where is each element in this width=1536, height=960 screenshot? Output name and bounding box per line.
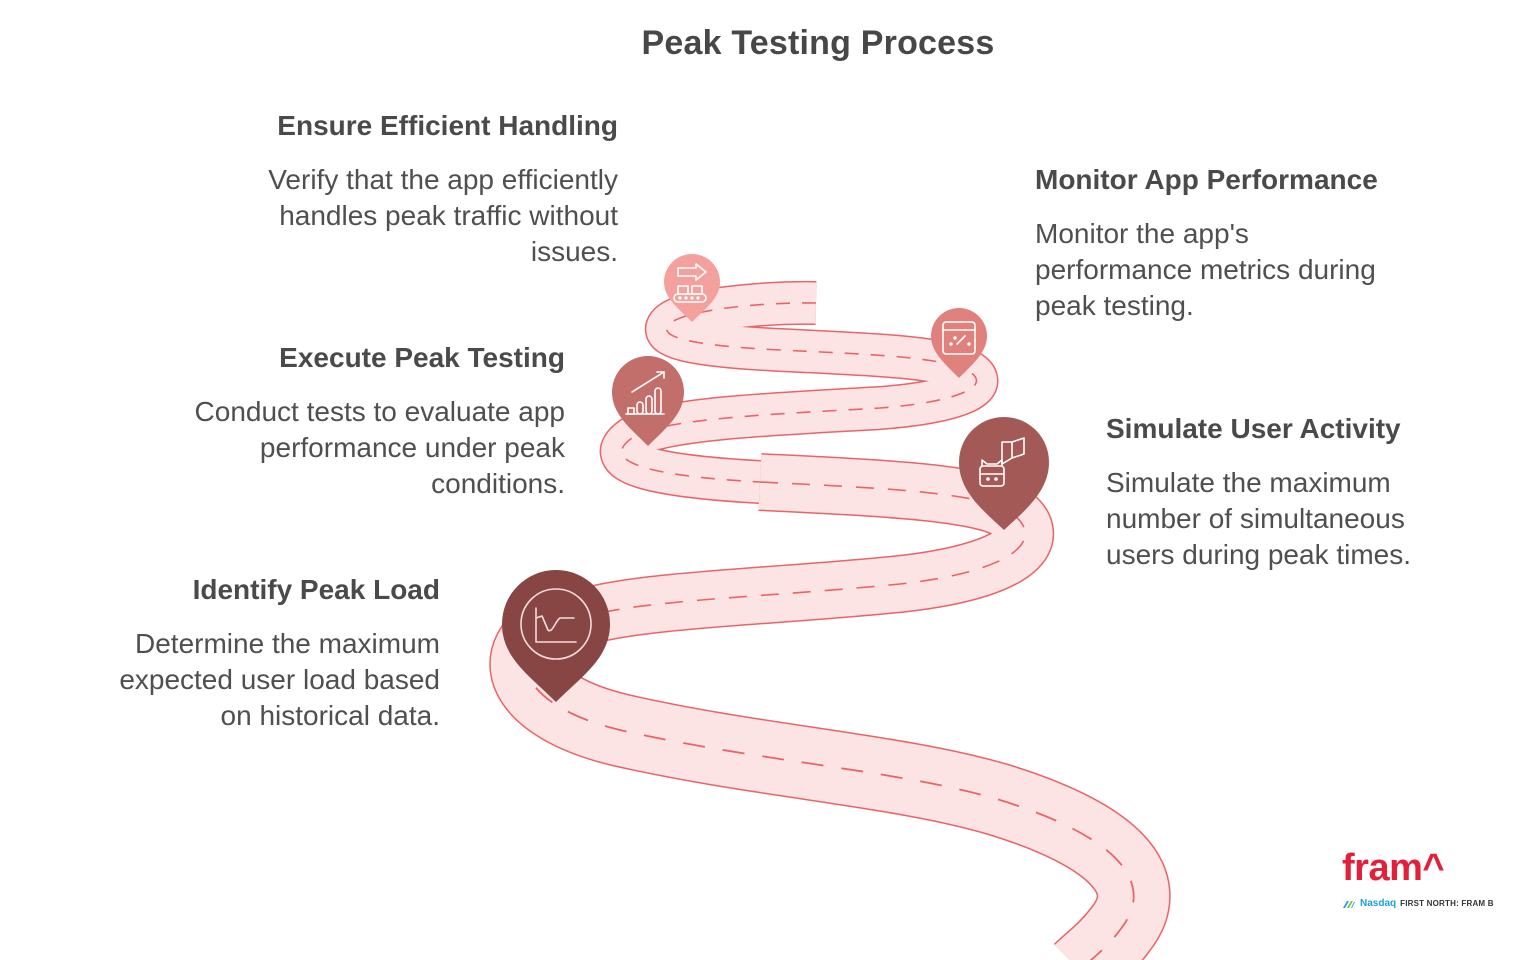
icon-ring: [520, 588, 592, 660]
page-title: Peak Testing Process: [641, 24, 995, 62]
brand-block: fram^ Nasdaq FIRST NORTH: FRAM B: [1342, 848, 1512, 909]
road-mid-section: [558, 453, 1054, 650]
step-description: Determine the maximum expected user load…: [119, 628, 440, 731]
line-chart-icon: [535, 607, 577, 643]
step-monitor-app-performance: Monitor App Performance Monitor the app'…: [1035, 162, 1395, 324]
step-title: Monitor App Performance: [1035, 164, 1378, 195]
road-center-dash-near: [525, 625, 1135, 960]
step-title: Ensure Efficient Handling: [277, 110, 618, 141]
step-title: Identify Peak Load: [192, 574, 440, 605]
step-description: Conduct tests to evaluate app performanc…: [194, 396, 565, 499]
step-execute-peak-testing: Execute Peak Testing Conduct tests to ev…: [160, 340, 565, 502]
road-surface-near: [491, 593, 1170, 960]
exchange-name: Nasdaq: [1360, 898, 1397, 909]
growth-bar-chart-icon: [625, 371, 665, 415]
conveyor-arrow-icon: [673, 263, 707, 303]
step-title: Simulate User Activity: [1106, 413, 1401, 444]
dashboard-gauge-icon: [942, 321, 976, 355]
step-simulate-user-activity: Simulate User Activity Simulate the maxi…: [1106, 411, 1466, 573]
step-ensure-efficient-handling: Ensure Efficient Handling Verify that th…: [240, 108, 618, 270]
pin-identify[interactable]: [502, 570, 610, 702]
road-surface-mid: [558, 454, 1053, 648]
nasdaq-logo-icon: [1343, 900, 1355, 908]
step-identify-peak-load: Identify Peak Load Determine the maximum…: [110, 572, 440, 734]
brand-logo: fram^: [1342, 847, 1445, 889]
pin-execute[interactable]: [612, 356, 684, 446]
pin-monitor[interactable]: [931, 308, 987, 378]
listing-label: FIRST NORTH: FRAM B: [1400, 899, 1494, 908]
road-near-section: [489, 592, 1171, 960]
pin-ensure[interactable]: [664, 254, 720, 322]
pin-simulate[interactable]: [959, 417, 1049, 530]
step-description: Monitor the app's performance metrics du…: [1035, 218, 1376, 321]
step-description: Verify that the app efficiently handles …: [268, 164, 618, 267]
step-description: Simulate the maximum number of simultane…: [1106, 467, 1412, 570]
robot-book-icon: [979, 437, 1025, 487]
brand-listing: Nasdaq FIRST NORTH: FRAM B: [1342, 898, 1512, 909]
step-title: Execute Peak Testing: [279, 342, 565, 373]
